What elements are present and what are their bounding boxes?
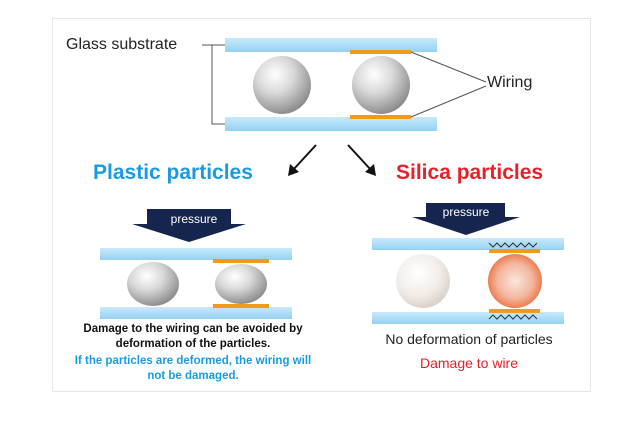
- plastic-assembly: [100, 209, 292, 319]
- plastic-particle-left: [127, 262, 179, 306]
- wiring-top: [350, 50, 411, 54]
- zigzag-damage-icon: [488, 314, 538, 320]
- silica-wiring-bottom: [489, 309, 540, 313]
- silica-note-damage: Damage to wire: [419, 355, 519, 371]
- silica-particles-title: Silica particles: [396, 161, 544, 184]
- wiring-label: Wiring: [487, 74, 533, 91]
- glass-substrate-label: Glass substrate: [66, 36, 178, 53]
- glass-substrate-bottom: [225, 117, 437, 131]
- pressure-arrow-icon: [412, 203, 520, 235]
- particle-right: [352, 56, 410, 114]
- silica-wiring-top: [489, 249, 540, 253]
- plastic-glass-top: [100, 248, 292, 260]
- wiring-bottom: [350, 115, 411, 119]
- silica-particle-left: [396, 254, 450, 308]
- silica-glass-bottom: [372, 312, 564, 324]
- glass-substrate-leader: [202, 44, 225, 125]
- silica-glass-top: [372, 238, 564, 250]
- plastic-note-primary: Damage to the wiring can be avoided by d…: [83, 323, 303, 350]
- silica-particle-right: [488, 254, 542, 308]
- plastic-wiring-top: [213, 259, 269, 263]
- zigzag-damage-icon: [488, 242, 538, 248]
- top-assembly: [202, 38, 487, 131]
- silica-assembly: [372, 203, 564, 324]
- plastic-particles-title: Plastic particles: [93, 161, 253, 184]
- pressure-arrow-icon: [132, 209, 246, 242]
- particle-left: [253, 56, 311, 114]
- plastic-note-secondary: If the particles are deformed, the wirin…: [74, 355, 312, 382]
- arrow-down-right-icon: [347, 144, 376, 176]
- arrow-down-left-icon: [288, 144, 317, 176]
- plastic-glass-bottom: [100, 307, 292, 319]
- plastic-particle-right: [215, 264, 267, 304]
- pressure-label-silica: pressure: [442, 205, 490, 219]
- silica-note-primary: No deformation of particles: [385, 331, 553, 347]
- plastic-wiring-bottom: [213, 304, 269, 308]
- glass-substrate-top: [225, 38, 437, 52]
- pressure-label-plastic: pressure: [170, 212, 218, 226]
- wiring-leader: [410, 51, 487, 118]
